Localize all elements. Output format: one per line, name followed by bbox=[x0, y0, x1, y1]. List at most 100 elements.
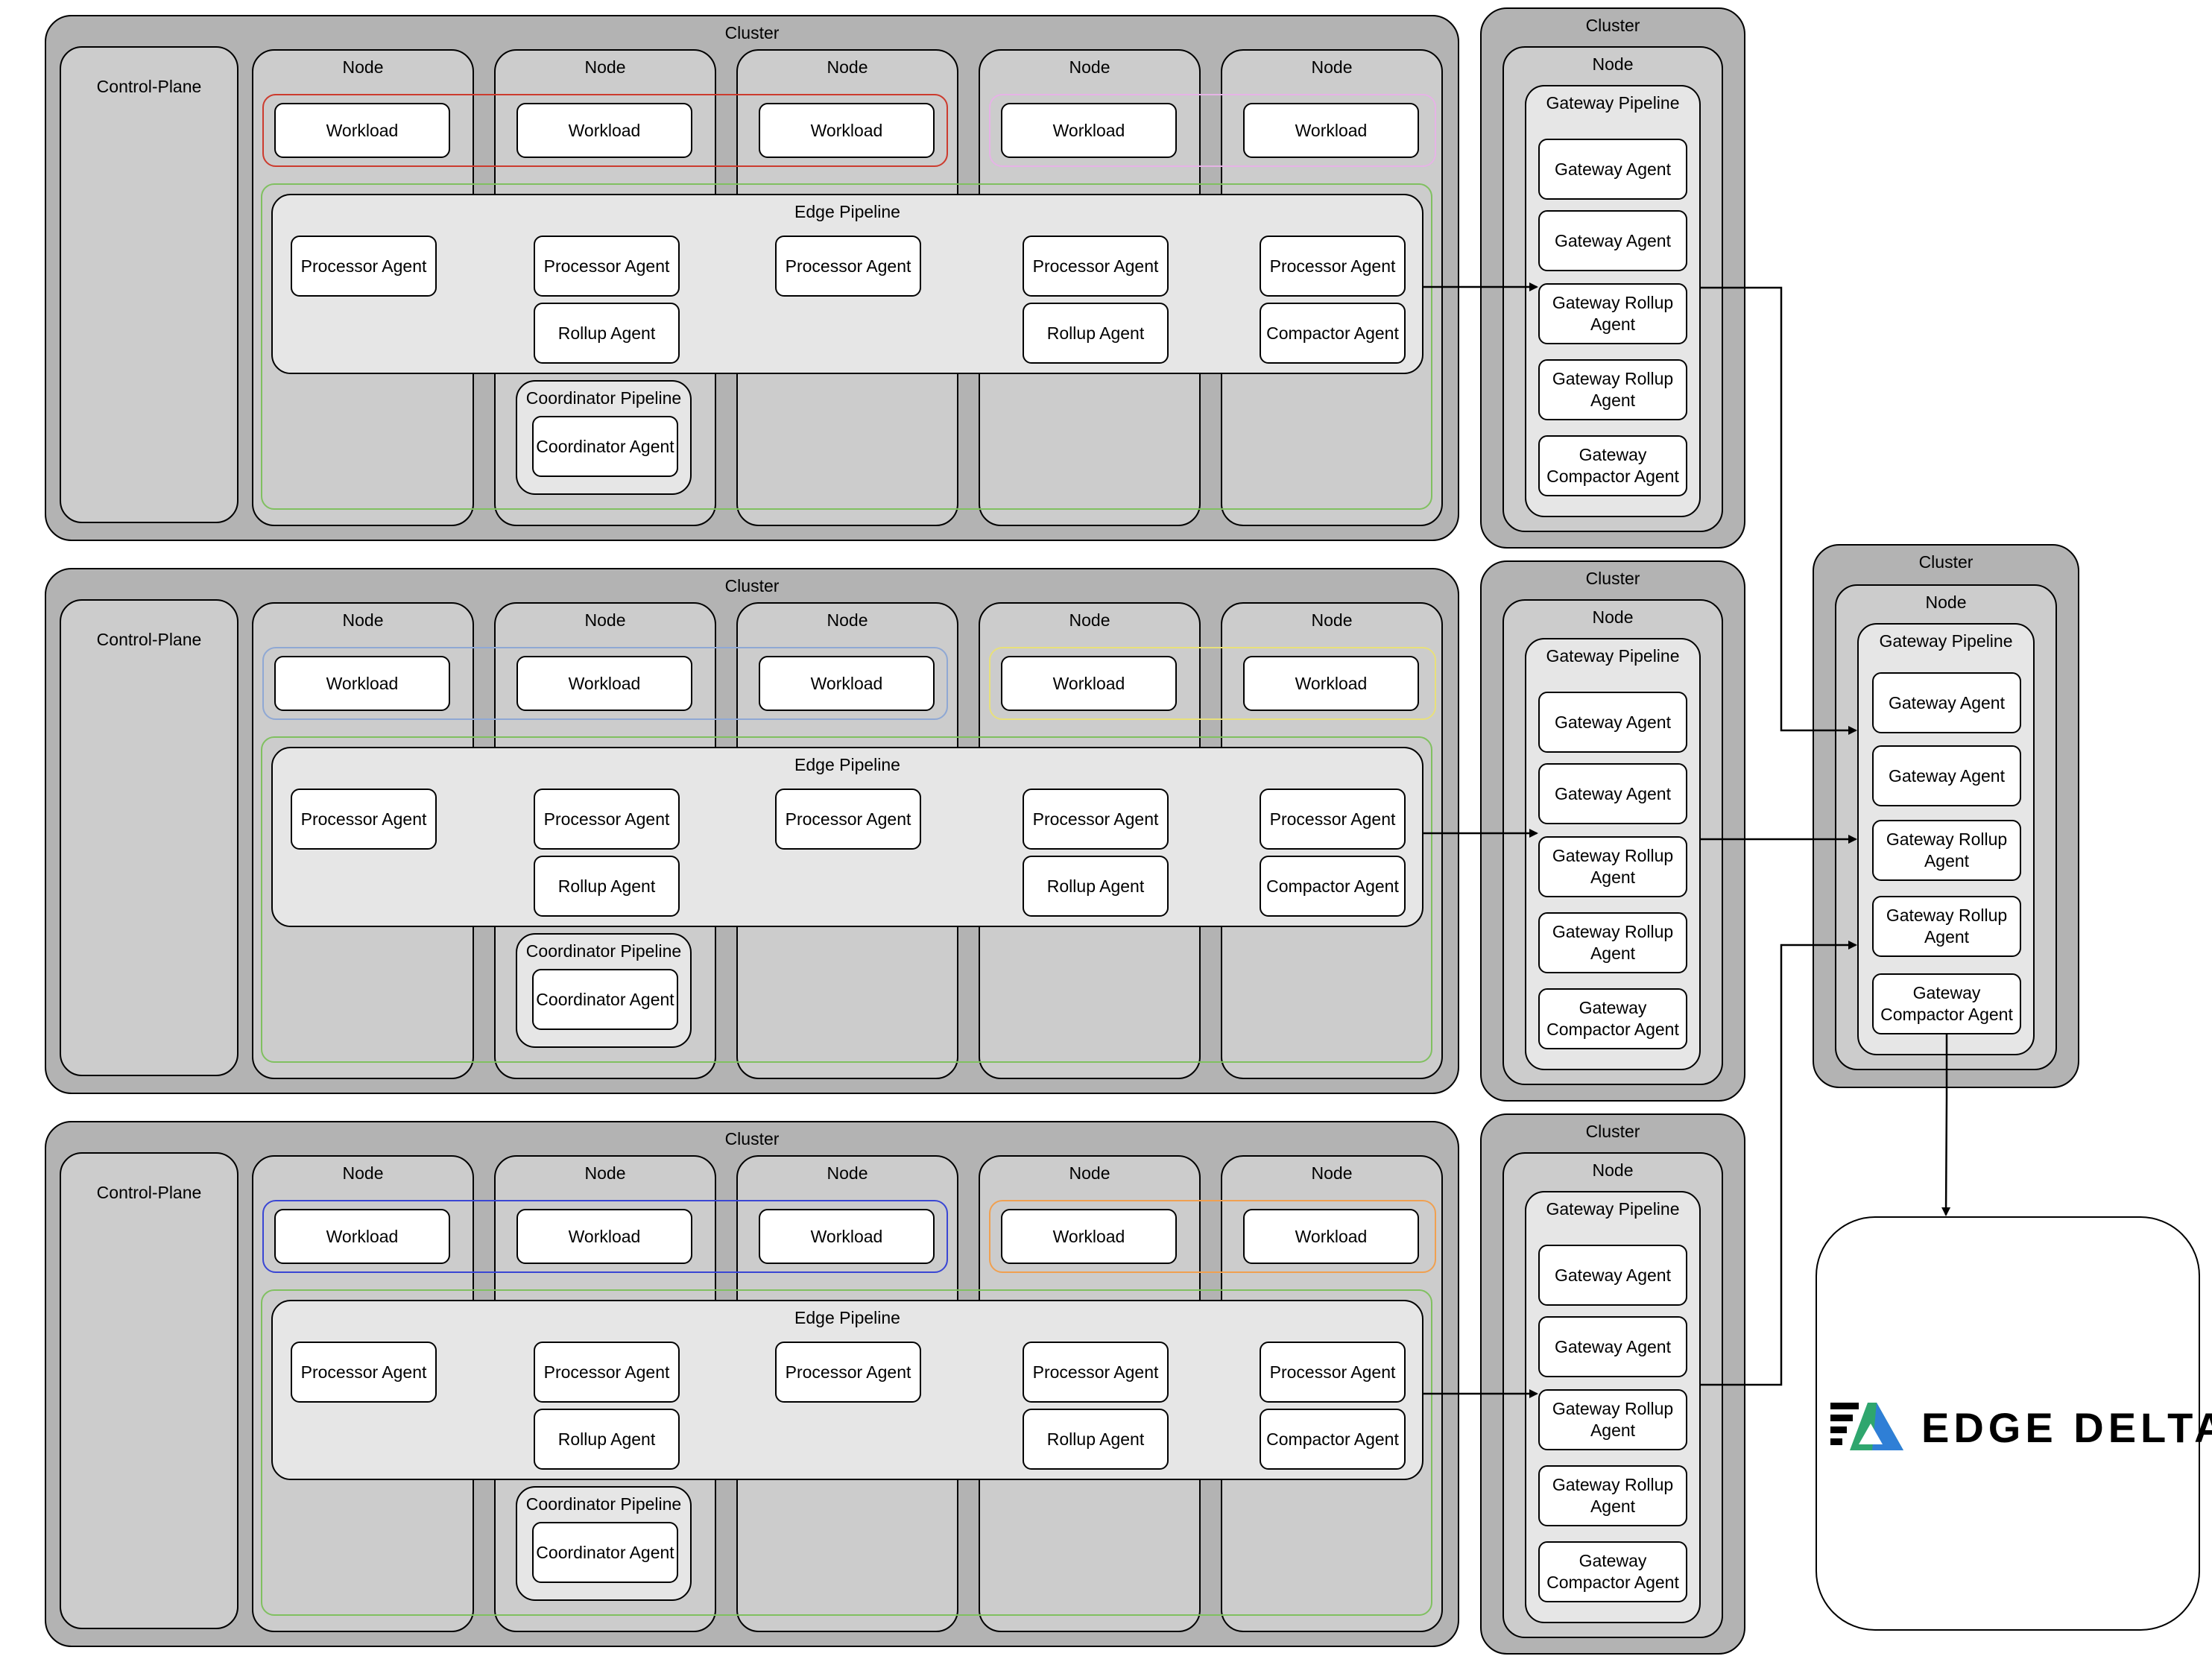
coordinator-agent: Coordinator Agent bbox=[532, 1522, 678, 1583]
compactor-agent: Compactor Agent bbox=[1260, 303, 1406, 364]
rollup-agent: Rollup Agent bbox=[1023, 1409, 1169, 1470]
node-title: Node bbox=[1069, 610, 1110, 630]
processor-agent: Processor Agent bbox=[775, 789, 921, 850]
workload-box: Workload bbox=[1243, 656, 1419, 711]
gateway-compactor-agent: Gateway Compactor Agent bbox=[1538, 435, 1687, 496]
rollup-agent: Rollup Agent bbox=[1023, 856, 1169, 917]
node-title: Node bbox=[584, 610, 626, 630]
workload-group bbox=[989, 647, 1436, 720]
rollup-agent: Rollup Agent bbox=[534, 303, 680, 364]
control-plane-title: Control-Plane bbox=[96, 1183, 202, 1202]
node-title: Node bbox=[1311, 610, 1353, 630]
processor-agent: Processor Agent bbox=[1260, 236, 1406, 297]
node-title: Node bbox=[1069, 57, 1110, 77]
node-title: Node bbox=[1311, 1163, 1353, 1183]
gateway-rollup-agent: Gateway Rollup Agent bbox=[1538, 283, 1687, 344]
processor-agent: Processor Agent bbox=[534, 789, 680, 850]
node-title: Node bbox=[827, 57, 868, 77]
workload-box: Workload bbox=[1243, 1209, 1419, 1264]
edge-pipeline-title: Edge Pipeline bbox=[794, 202, 900, 221]
workload-group bbox=[262, 1200, 948, 1273]
processor-agent: Processor Agent bbox=[775, 236, 921, 297]
gateway-pipeline-title: Gateway Pipeline bbox=[1546, 1199, 1680, 1219]
processor-agent: Processor Agent bbox=[291, 236, 437, 297]
cluster-title: Cluster bbox=[724, 1129, 780, 1148]
workload-box: Workload bbox=[516, 103, 692, 158]
compactor-agent: Compactor Agent bbox=[1260, 856, 1406, 917]
workload-box: Workload bbox=[274, 656, 450, 711]
node-title: Node bbox=[827, 1163, 868, 1183]
workload-box: Workload bbox=[1001, 1209, 1177, 1264]
gateway-compactor-agent: Gateway Compactor Agent bbox=[1538, 988, 1687, 1049]
workload-box: Workload bbox=[759, 1209, 935, 1264]
edge-pipeline-group bbox=[261, 183, 1432, 510]
node-title: Node bbox=[1311, 57, 1353, 77]
node-title: Node bbox=[342, 57, 384, 77]
gateway-rollup-agent: Gateway Rollup Agent bbox=[1538, 359, 1687, 420]
cluster-title: Cluster bbox=[724, 23, 780, 42]
edge-delta-logo-icon bbox=[1830, 1403, 1903, 1450]
compactor-agent: Compactor Agent bbox=[1260, 1409, 1406, 1470]
processor-agent: Processor Agent bbox=[1260, 1342, 1406, 1403]
workload-box: Workload bbox=[516, 1209, 692, 1264]
processor-agent: Processor Agent bbox=[1023, 1342, 1169, 1403]
coordinator-pipeline-title: Coordinator Pipeline bbox=[525, 388, 682, 408]
workload-box: Workload bbox=[274, 103, 450, 158]
processor-agent: Processor Agent bbox=[1023, 789, 1169, 850]
control-plane: Control-Plane bbox=[60, 1152, 238, 1629]
node-title: Node bbox=[342, 610, 384, 630]
workload-box: Workload bbox=[1001, 656, 1177, 711]
edge-delta-logo-text: EDGE DELTA bbox=[1921, 1404, 2212, 1451]
workload-group bbox=[262, 94, 948, 167]
workload-box: Workload bbox=[759, 103, 935, 158]
workload-group bbox=[262, 647, 948, 720]
gateway-cluster-title: Cluster bbox=[1585, 569, 1640, 588]
rollup-agent: Rollup Agent bbox=[534, 1409, 680, 1470]
gateway-rollup-agent: Gateway Rollup Agent bbox=[1872, 896, 2021, 957]
coordinator-pipeline-title: Coordinator Pipeline bbox=[525, 941, 682, 961]
gateway-agent: Gateway Agent bbox=[1538, 1245, 1687, 1306]
gateway-rollup-agent: Gateway Rollup Agent bbox=[1538, 912, 1687, 973]
gateway-agent: Gateway Agent bbox=[1538, 139, 1687, 200]
gateway-compactor-agent: Gateway Compactor Agent bbox=[1872, 973, 2021, 1034]
gateway-node-title: Node bbox=[1592, 54, 1634, 74]
cluster-title: Cluster bbox=[724, 576, 780, 595]
workload-group bbox=[989, 94, 1436, 167]
workload-box: Workload bbox=[1001, 103, 1177, 158]
gateway-rollup-agent: Gateway Rollup Agent bbox=[1538, 1389, 1687, 1450]
control-plane: Control-Plane bbox=[60, 46, 238, 523]
workload-group bbox=[989, 1200, 1436, 1273]
rollup-agent: Rollup Agent bbox=[534, 856, 680, 917]
edge-pipeline-group bbox=[261, 1289, 1432, 1616]
gateway-cluster-title: Cluster bbox=[1585, 16, 1640, 35]
control-plane-title: Control-Plane bbox=[96, 77, 202, 96]
node-title: Node bbox=[342, 1163, 384, 1183]
edge-pipeline-title: Edge Pipeline bbox=[794, 755, 900, 774]
gateway-agent: Gateway Agent bbox=[1538, 1316, 1687, 1377]
gateway-agent: Gateway Agent bbox=[1872, 745, 2021, 806]
coordinator-agent: Coordinator Agent bbox=[532, 416, 678, 477]
gateway-agent: Gateway Agent bbox=[1538, 763, 1687, 824]
gateway-pipeline-title: Gateway Pipeline bbox=[1879, 631, 2013, 651]
gateway-rollup-agent: Gateway Rollup Agent bbox=[1538, 1465, 1687, 1526]
gateway-compactor-agent: Gateway Compactor Agent bbox=[1538, 1541, 1687, 1602]
gateway-cluster-title: Cluster bbox=[1585, 1122, 1640, 1141]
rollup-agent: Rollup Agent bbox=[1023, 303, 1169, 364]
gateway-pipeline-title: Gateway Pipeline bbox=[1546, 646, 1680, 666]
coordinator-pipeline-title: Coordinator Pipeline bbox=[525, 1494, 682, 1514]
control-plane-title: Control-Plane bbox=[96, 630, 202, 649]
processor-agent: Processor Agent bbox=[1260, 789, 1406, 850]
edge-delta-logo-box: EDGE DELTA bbox=[1816, 1216, 2212, 1631]
processor-agent: Processor Agent bbox=[534, 1342, 680, 1403]
edge-pipeline-title: Edge Pipeline bbox=[794, 1308, 900, 1327]
processor-agent: Processor Agent bbox=[291, 789, 437, 850]
gateway-agent: Gateway Agent bbox=[1538, 692, 1687, 753]
gateway-node-title: Node bbox=[1592, 1160, 1634, 1180]
node-title: Node bbox=[584, 1163, 626, 1183]
workload-box: Workload bbox=[516, 656, 692, 711]
edge-pipeline-group bbox=[261, 736, 1432, 1063]
node-title: Node bbox=[584, 57, 626, 77]
gateway-cluster-title: Cluster bbox=[1918, 552, 1974, 572]
gateway-node-title: Node bbox=[1592, 607, 1634, 627]
processor-agent: Processor Agent bbox=[775, 1342, 921, 1403]
